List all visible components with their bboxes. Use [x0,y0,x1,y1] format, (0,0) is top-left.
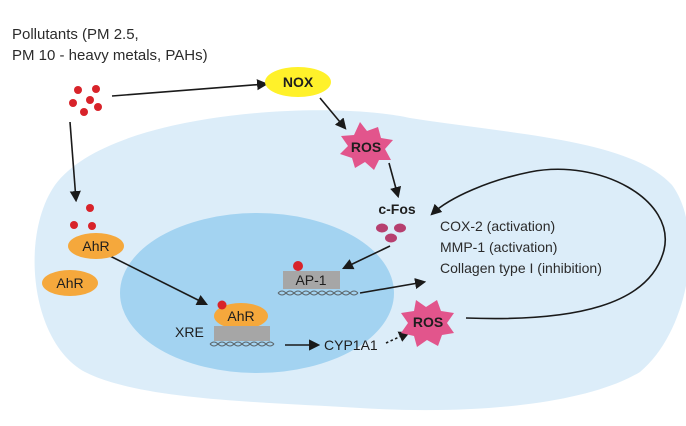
effect-collagen: Collagen type I (inhibition) [440,260,602,276]
pollutant-particles [69,85,102,116]
xre-box [214,326,270,341]
pollutants-title-line2: PM 10 - heavy metals, PAHs) [12,47,208,64]
effect-cox2: COX-2 (activation) [440,218,555,234]
cfos-label: c-Fos [378,201,416,217]
arrow-cfos-to-ap1 [341,245,391,270]
ahr-cytoplasm-bound-label: AhR [82,238,109,254]
arrow-nox-to-ros [319,97,347,130]
arrow-pollutants-to-nox [111,79,269,97]
xre-dna-strand [209,341,275,347]
effect-mmp1: MMP-1 (activation) [440,239,557,255]
arrow-pollutants-to-ahr [69,121,81,203]
nox-node [265,67,331,97]
ap1-dna-strand [277,290,359,296]
arrow-ap1-to-effects [359,277,427,294]
arrow-ahr-to-nucleus-ahr [107,254,209,306]
arrow-ros-to-cfos [388,162,402,199]
pollutant-particles-near-ahr [70,204,96,230]
nucleus [120,213,394,373]
arrow-feedback-loop [430,168,667,320]
nox-label: NOX [283,74,314,90]
ahr-nucleus [214,303,268,329]
xre-label: XRE [175,324,204,340]
ros-bottom-label: ROS [413,314,443,330]
ap1-ligand [293,261,303,271]
cyp1a1-label: CYP1A1 [324,337,378,353]
ros-top-label: ROS [351,139,381,155]
ros-top-burst [340,122,393,170]
ap1-label: AP-1 [295,272,326,288]
ahr-nucleus-ligand [217,300,227,310]
pollutants-title-line1: Pollutants (PM 2.5, [12,26,139,43]
cfos-dots [376,223,406,243]
arrow-cyp1a1-to-ros [385,331,411,344]
ahr-cytoplasm-free-label: AhR [56,275,83,291]
ap1-box [283,271,340,289]
ahr-cytoplasm-free [42,270,98,296]
ahr-cytoplasm-bound [68,233,124,259]
ahr-nucleus-label: AhR [227,308,254,324]
ros-bottom-burst [401,300,454,347]
